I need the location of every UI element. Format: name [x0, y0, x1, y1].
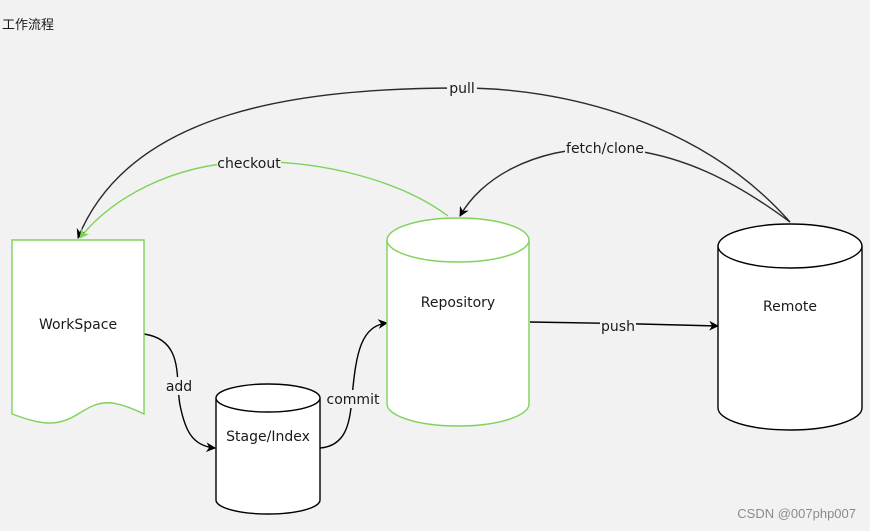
watermark: CSDN @007php007	[737, 506, 856, 521]
edge-add	[143, 333, 216, 453]
node-stage: Stage/Index	[215, 383, 321, 515]
edge-label-checkout: checkout	[217, 154, 281, 172]
edge-label-checkout-text: checkout	[217, 156, 281, 172]
edge-label-pull: pull	[447, 79, 477, 97]
edge-label-add-text: add	[166, 379, 192, 395]
node-repository: Repository	[386, 217, 530, 427]
edge-label-fetch-clone-text: fetch/clone	[566, 141, 644, 157]
edge-label-commit-text: commit	[327, 392, 380, 408]
edge-label-pull-text: pull	[449, 81, 475, 97]
edge-label-commit: commit	[326, 390, 380, 408]
edge-label-push: push	[600, 317, 636, 335]
node-workspace: WorkSpace	[11, 239, 145, 424]
edge-label-add: add	[164, 377, 194, 395]
edge-checkout	[79, 161, 449, 239]
edge-label-push-text: push	[601, 319, 635, 335]
node-remote: Remote	[717, 223, 863, 431]
edge-commit	[319, 319, 388, 449]
node-stage-label: Stage/Index	[226, 429, 310, 445]
node-workspace-label: WorkSpace	[39, 317, 117, 333]
edge-fetch-clone	[459, 147, 791, 223]
node-remote-label: Remote	[763, 299, 817, 315]
edge-label-fetch-clone: fetch/clone	[565, 139, 645, 157]
node-repository-label: Repository	[421, 295, 495, 311]
page-title: 工作流程	[2, 18, 55, 33]
